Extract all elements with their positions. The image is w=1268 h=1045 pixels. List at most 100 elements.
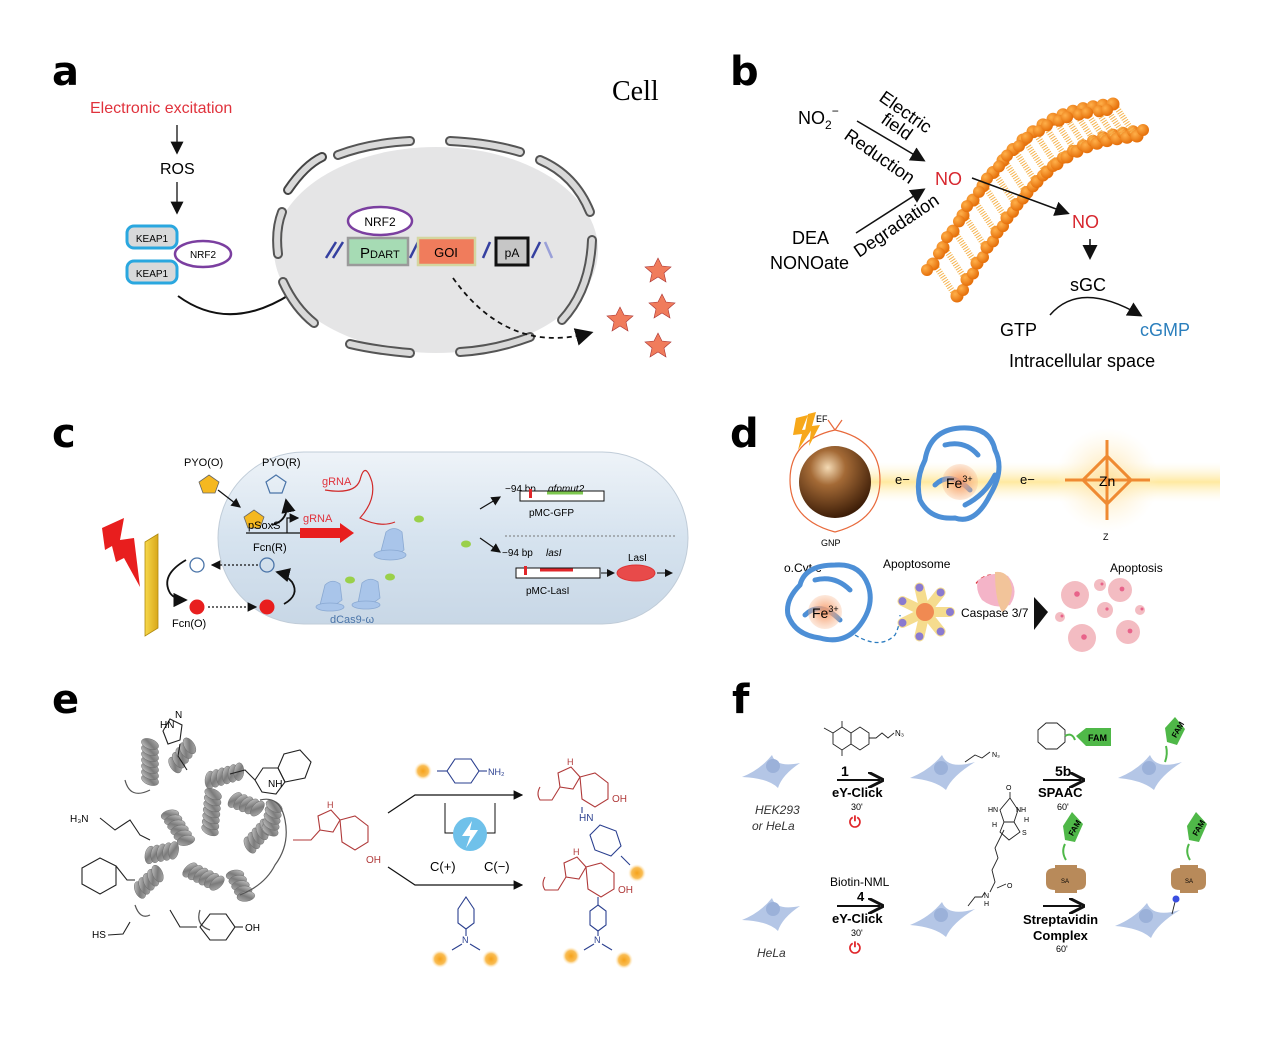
lipid-tail xyxy=(954,233,976,261)
product1-nh-label: HN xyxy=(579,813,593,824)
lipid-head xyxy=(981,172,993,185)
alpha-helix-turn xyxy=(250,800,265,817)
keap1-top-label: KEAP1 xyxy=(136,234,169,245)
star-icon xyxy=(648,293,676,319)
nuclear-nrf2-label: NRF2 xyxy=(364,215,396,229)
pyo-in-icon xyxy=(243,509,265,529)
sa-label: SA xyxy=(1061,879,1069,885)
apoptotic-vesicle xyxy=(1081,634,1087,640)
biotin-o-label: O xyxy=(1006,785,1012,792)
lipid-head xyxy=(941,231,953,244)
zn-porphyrin xyxy=(1065,440,1150,520)
product1-nh-top-label: H xyxy=(567,757,574,767)
pyo-oxidized-icon xyxy=(198,474,220,494)
keap1-box-bottom xyxy=(125,259,179,285)
lightning-icon xyxy=(793,415,812,450)
gtp-label: GTP xyxy=(1000,320,1037,340)
apoptotic-body xyxy=(1135,605,1145,615)
apaf1-domain xyxy=(936,588,945,597)
panel-c-diagram: PYO(O) PYO(R) pSoxS gRNA gRNA Fcn(R) Fcn… xyxy=(102,451,689,637)
panel-a-label: a xyxy=(52,49,79,95)
grna-hairpin xyxy=(324,469,396,525)
pyo-reduced-icon xyxy=(265,474,287,494)
his-nh-label: HN xyxy=(160,720,174,731)
apaf1-domain xyxy=(898,597,907,606)
ros-label: ROS xyxy=(160,161,195,178)
trp-nh-label: NH xyxy=(268,779,282,790)
cell-row2-biotin xyxy=(910,902,975,937)
target-nh-label: H xyxy=(327,800,334,810)
heme-group xyxy=(942,464,978,500)
apoptotic-body xyxy=(1055,612,1065,622)
panel-e-diagram: HN N NH H₃N HS OH H OH NH₂ C(+) C(−) xyxy=(70,710,646,969)
biotin-nh-label: NH xyxy=(1016,807,1026,814)
goi-label: GOI xyxy=(434,245,458,260)
side-chains xyxy=(81,718,312,941)
reaction-arrow-top xyxy=(387,790,524,814)
lasi-protein xyxy=(616,564,656,582)
lipid-head xyxy=(973,185,985,198)
panel-b-label: b xyxy=(730,49,759,95)
lipid-tail xyxy=(1054,121,1076,149)
apaf1-domain xyxy=(936,627,945,636)
lipid-tail xyxy=(1004,162,1026,191)
panel-e: e HN N NH H₃N HS OH xyxy=(0,670,710,1010)
streptavidin-2 xyxy=(1171,865,1206,893)
row2-time2-label: 60' xyxy=(1056,944,1068,954)
fcn-oxidized-inside xyxy=(259,599,275,615)
nuclear-nrf2-oval xyxy=(346,205,414,237)
azide-label-2: N₃ xyxy=(992,752,1000,759)
biotin-reagent-label: Biotin-NML xyxy=(830,875,890,889)
ef-label: EF xyxy=(816,414,828,424)
cyclooctyne xyxy=(1037,722,1066,750)
row2-step2-line2: Complex xyxy=(1033,928,1089,943)
time2-label: 60' xyxy=(1057,802,1069,812)
gfp-plasmid xyxy=(519,490,605,502)
lipid-head xyxy=(993,160,1005,173)
alpha-helix-turn xyxy=(168,841,179,860)
panel-f: f HEK293 or HeLa N₃ 1 eY-Click 30' ⏻ N₃ … xyxy=(720,670,1268,1010)
electron1-label: e− xyxy=(895,472,910,487)
apoptotic-vesicle xyxy=(1060,614,1064,618)
lipid-head xyxy=(1101,104,1113,116)
grna-transcript-label: gRNA xyxy=(303,513,333,525)
panel-a: a Cell Electronic excitation ROS KEAP1 K… xyxy=(0,0,700,390)
lipid-head xyxy=(1041,119,1053,132)
fcn-oxidized-label: Fcn(O) xyxy=(172,618,206,630)
panel-b-diagram: NO2− Electric field Reduction NO Degrada… xyxy=(770,87,1190,371)
apoptotic-vesicle xyxy=(1105,607,1109,611)
fam-tag-2 xyxy=(1165,717,1185,745)
row2-reagent-number: 4 xyxy=(857,889,865,904)
apoptotic-bodies xyxy=(1055,578,1145,652)
lipid-head xyxy=(933,247,945,260)
tyr-oh-label: OH xyxy=(245,923,260,934)
star-icon xyxy=(644,332,672,358)
apoptosome-label: Apoptosome xyxy=(883,557,951,571)
panel-e-label: e xyxy=(52,677,80,723)
lasi-bp-label: −94 bp xyxy=(502,548,533,559)
reduction-arrow xyxy=(856,120,926,162)
lipid-head xyxy=(977,251,989,264)
apaf1-domain xyxy=(915,632,924,641)
product2-oh-label: OH xyxy=(618,885,633,896)
step2-label: SPAAC xyxy=(1038,785,1083,800)
promoter-box xyxy=(346,236,410,267)
product1-oh-label: OH xyxy=(612,794,627,805)
panel-f-label: f xyxy=(732,677,750,723)
lasi-binding-site xyxy=(524,566,527,575)
bacterial-cell xyxy=(217,451,689,625)
apoptotic-vesicle xyxy=(1127,628,1133,634)
reagent1-number: 1 xyxy=(841,763,849,779)
product1-aryl xyxy=(581,807,631,866)
panel-a-diagram: Cell Electronic excitation ROS KEAP1 KEA… xyxy=(90,76,676,358)
no-inside-label: NO xyxy=(1072,212,1099,232)
cell-title: Cell xyxy=(612,76,659,107)
row2-step2-line1: Streptavidin xyxy=(1023,912,1098,927)
step1-label: eY-Click xyxy=(832,785,883,800)
omega-subunit xyxy=(345,576,355,584)
cell-row1-azide xyxy=(910,755,975,790)
reagent2-n-label: N xyxy=(462,935,469,945)
caspase-protein xyxy=(977,571,1015,612)
reagent2-aniline xyxy=(451,896,481,951)
pyo-oxidized-label: PYO(O) xyxy=(184,457,223,469)
